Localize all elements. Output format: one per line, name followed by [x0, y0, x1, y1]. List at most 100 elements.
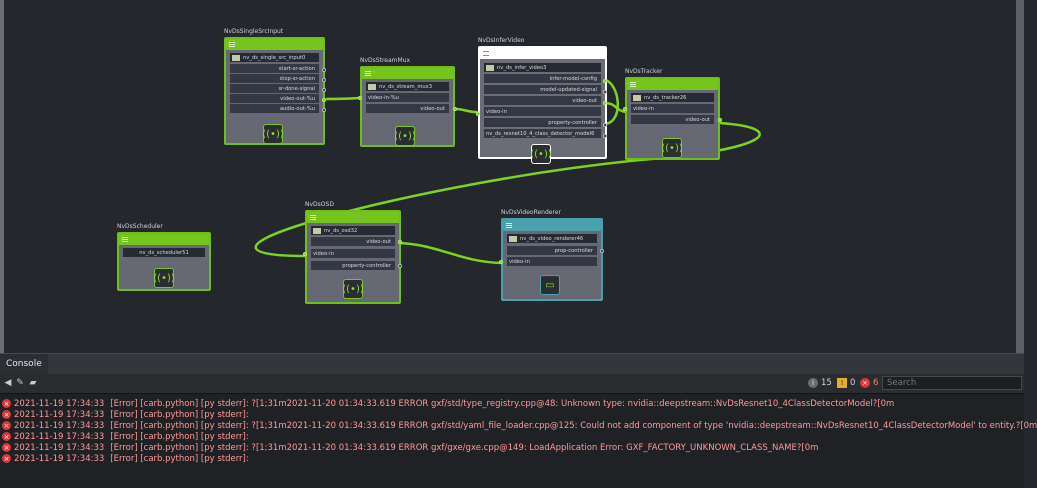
- node-header[interactable]: [627, 79, 718, 90]
- port-dot[interactable]: [623, 107, 627, 111]
- port-dot[interactable]: [322, 108, 326, 112]
- port-label: video-in: [486, 108, 507, 115]
- node-scheduler[interactable]: NvDsScheduler nv_ds_scheduler51 ((•)): [117, 223, 211, 291]
- port-row: nv_ds_resnet10_4_class_detector_model6: [484, 129, 601, 138]
- port-dot[interactable]: [603, 79, 607, 83]
- node-type-label: NvDsSingleSrcInput: [224, 28, 284, 35]
- component-row[interactable]: nv_ds_tracker26: [631, 93, 714, 102]
- node-body[interactable]: nv_ds_scheduler51 ((•)): [117, 232, 211, 291]
- port-dot[interactable]: [499, 260, 503, 264]
- stream-icon[interactable]: ((•)): [530, 144, 552, 164]
- node-body[interactable]: nv_ds_video_renderer46 prop-controller v…: [501, 218, 603, 301]
- component-row[interactable]: nv_ds_infer_video3: [484, 63, 601, 72]
- stream-icon[interactable]: ((•)): [394, 126, 416, 146]
- component-row[interactable]: nv_ds_stream_mux3: [366, 82, 449, 91]
- node-header[interactable]: [503, 220, 601, 231]
- node-tracker[interactable]: NvDsTracker nv_ds_tracker26 video-in vid…: [623, 68, 722, 160]
- port-dot[interactable]: [398, 264, 402, 268]
- node-video-renderer[interactable]: NvDsVideoRenderer nv_ds_video_renderer46…: [499, 209, 604, 301]
- node-osd[interactable]: NvDsOSD nv_ds_osd32 video-out video-in p…: [303, 201, 402, 304]
- folder-icon[interactable]: ▰: [29, 378, 37, 388]
- port-row: property-controller: [311, 261, 395, 270]
- port-dot[interactable]: [476, 112, 480, 116]
- info-count: 15: [821, 378, 832, 388]
- console-toolbar: ◀ ✎ ▰ i 15 ! 0 × 6: [0, 374, 1024, 393]
- port-dot[interactable]: [603, 90, 607, 94]
- node-body[interactable]: nv_ds_tracker26 video-in video-out ((•)): [625, 77, 720, 160]
- menu-icon[interactable]: [229, 42, 235, 47]
- node-body[interactable]: nv_ds_stream_mux3 video-in-%u video-out …: [360, 66, 455, 147]
- node-body[interactable]: nv_ds_infer_video3 infer-model-config mo…: [478, 46, 607, 164]
- component-row[interactable]: nv_ds_osd32: [311, 226, 395, 235]
- port-dot[interactable]: [398, 240, 402, 244]
- error-icon: ×: [2, 443, 11, 452]
- graph-canvas[interactable]: NvDsSingleSrcInput nv_ds_single_src_inpu…: [0, 0, 1024, 353]
- port-dot[interactable]: [322, 78, 326, 82]
- menu-icon[interactable]: [483, 51, 489, 56]
- log-line[interactable]: ×2021-11-19 17:34:33[Error] [carb.python…: [2, 420, 1037, 431]
- tab-console[interactable]: Console: [0, 354, 48, 374]
- log-line[interactable]: ×2021-11-19 17:34:33[Error] [carb.python…: [2, 409, 249, 420]
- right-scrollbar[interactable]: [1016, 0, 1024, 353]
- log-timestamp: 2021-11-19 17:34:33: [14, 442, 105, 453]
- info-counter[interactable]: i 15: [808, 376, 832, 390]
- node-header[interactable]: [119, 234, 209, 245]
- port-row: video-out-%u: [230, 94, 319, 103]
- component-icon: [313, 227, 321, 234]
- port-dot[interactable]: [322, 98, 326, 102]
- console-log[interactable]: ×2021-11-19 17:34:33[Error] [carb.python…: [0, 393, 1037, 488]
- port-label: property-controller: [342, 262, 391, 269]
- menu-icon[interactable]: [630, 82, 636, 87]
- menu-icon[interactable]: [365, 71, 371, 76]
- node-header[interactable]: [226, 39, 323, 50]
- node-header[interactable]: [362, 68, 453, 79]
- port-dot[interactable]: [322, 88, 326, 92]
- component-row[interactable]: nv_ds_scheduler51: [123, 248, 205, 257]
- port-dot[interactable]: [303, 252, 307, 256]
- warning-counter[interactable]: ! 0: [837, 376, 855, 390]
- node-header[interactable]: [307, 212, 399, 223]
- log-line[interactable]: ×2021-11-19 17:34:33[Error] [carb.python…: [2, 431, 249, 442]
- node-infer-video[interactable]: NvDsInferVideo nv_ds_infer_video3 infer-…: [476, 37, 607, 164]
- node-body[interactable]: nv_ds_osd32 video-out video-in property-…: [305, 210, 401, 304]
- port-dot[interactable]: [603, 134, 607, 138]
- component-row[interactable]: nv_ds_video_renderer46: [507, 234, 597, 243]
- port-dot[interactable]: [603, 101, 607, 105]
- log-line[interactable]: ×2021-11-19 17:34:33[Error] [carb.python…: [2, 398, 894, 409]
- node-type-label: NvDsScheduler: [117, 223, 163, 230]
- port-dot[interactable]: [322, 68, 326, 72]
- menu-icon[interactable]: [122, 237, 128, 242]
- port-row: video-out: [484, 96, 601, 105]
- edit-icon[interactable]: ✎: [16, 378, 24, 388]
- menu-icon[interactable]: [506, 223, 512, 228]
- log-line[interactable]: ×2021-11-19 17:34:33[Error] [carb.python…: [2, 442, 818, 453]
- search-input[interactable]: [882, 376, 1022, 390]
- log-line[interactable]: ×2021-11-19 17:34:33[Error] [carb.python…: [2, 453, 249, 464]
- clear-icon[interactable]: ◀: [4, 378, 12, 388]
- port-label: stop-sr-action: [279, 75, 315, 82]
- port-dot[interactable]: [718, 118, 722, 122]
- node-body[interactable]: nv_ds_single_src_input0 start-sr-action …: [224, 37, 325, 145]
- stream-icon[interactable]: ((•)): [153, 268, 175, 288]
- stream-icon[interactable]: ((•)): [262, 124, 284, 144]
- node-type-label: NvDsStreamMux: [360, 57, 411, 64]
- error-icon: ×: [2, 399, 11, 408]
- port-dot[interactable]: [453, 107, 457, 111]
- info-icon: i: [808, 378, 818, 388]
- stream-icon[interactable]: ((•)): [661, 138, 683, 158]
- port-dot[interactable]: [358, 96, 362, 100]
- node-type-label: NvDsInferVideo: [478, 37, 525, 44]
- node-header[interactable]: [480, 48, 605, 59]
- error-counter[interactable]: × 6: [860, 376, 878, 390]
- port-dot[interactable]: [603, 123, 607, 127]
- console-panel-header: Console: [0, 353, 1024, 374]
- port-dot[interactable]: [600, 249, 604, 253]
- component-row[interactable]: nv_ds_single_src_input0: [230, 53, 319, 62]
- node-stream-mux[interactable]: NvDsStreamMux nv_ds_stream_mux3 video-in…: [358, 57, 457, 147]
- node-single-src-input[interactable]: NvDsSingleSrcInput nv_ds_single_src_inpu…: [224, 28, 326, 145]
- display-icon[interactable]: ▭: [540, 275, 560, 295]
- stream-icon[interactable]: ((•)): [342, 279, 364, 299]
- port-label: start-sr-action: [278, 65, 315, 72]
- menu-icon[interactable]: [310, 215, 316, 220]
- error-icon: ×: [2, 421, 11, 430]
